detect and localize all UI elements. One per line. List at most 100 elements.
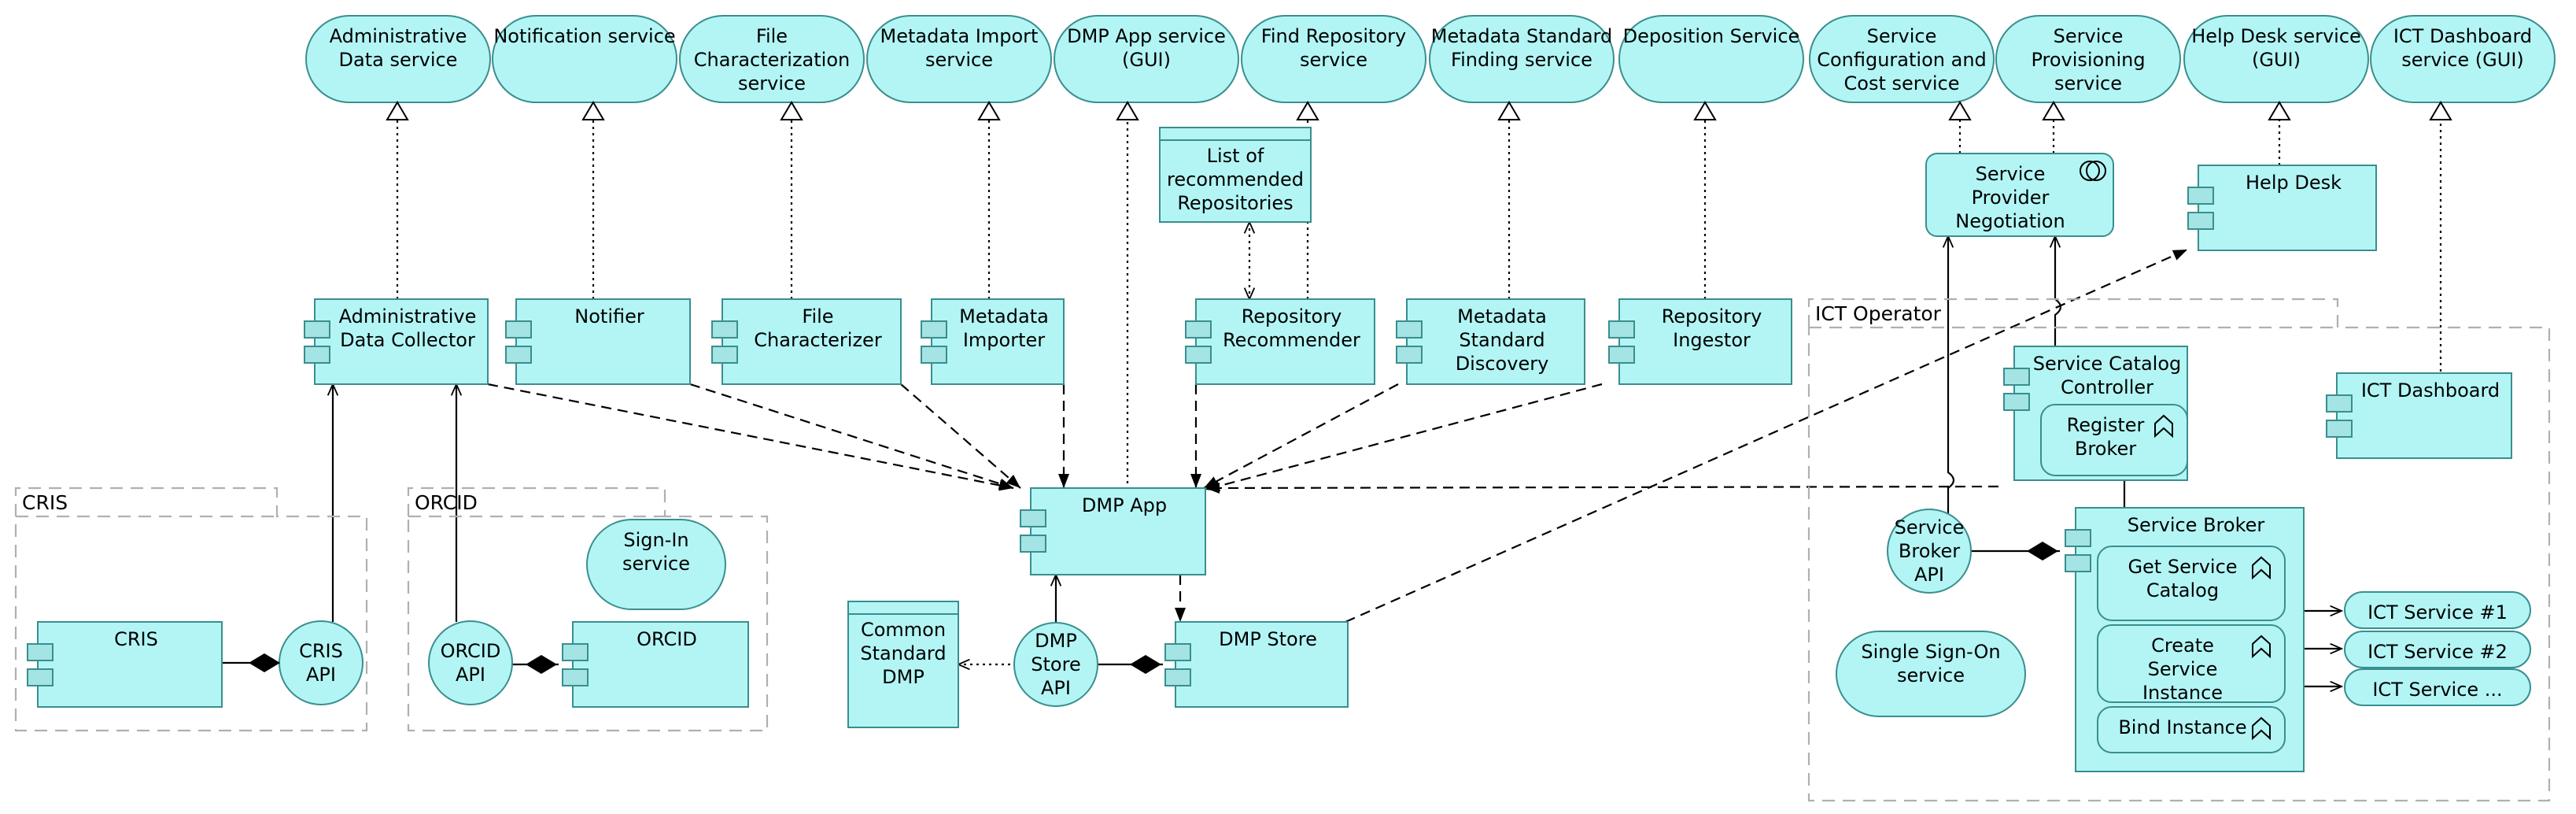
realization-arrowhead xyxy=(780,101,803,120)
function-shape xyxy=(2097,706,2286,753)
cris[interactable]: CRIS xyxy=(27,621,223,708)
element-label: DMP App xyxy=(1082,494,1167,516)
cris-group[interactable]: CRIS xyxy=(14,487,368,732)
function-shape xyxy=(2097,546,2286,621)
group-label: ICT Operator xyxy=(1815,302,1942,325)
label-line: Finding service xyxy=(1451,49,1592,71)
label-line: API xyxy=(456,664,485,686)
label-line: Standard xyxy=(1459,329,1544,351)
label-line: ORCID xyxy=(441,640,501,662)
component-icon xyxy=(921,320,947,339)
label-line: Metadata xyxy=(1457,305,1547,327)
component-shape xyxy=(1175,621,1349,708)
service-shape xyxy=(1809,15,1995,103)
label-line: service xyxy=(1897,664,1965,686)
label-line: (GUI) xyxy=(2252,49,2301,71)
notifier[interactable]: Notifier xyxy=(505,298,691,385)
label-line: Characterizer xyxy=(754,329,882,351)
service-shape xyxy=(2344,631,2531,668)
component-icon xyxy=(1020,535,1046,553)
ict-service-2[interactable]: ICT Service #2 xyxy=(2344,631,2531,668)
serving-line xyxy=(1948,236,1955,520)
ict-dashboard[interactable]: ICT Dashboard xyxy=(2326,372,2512,459)
service-shape xyxy=(866,15,1052,103)
orcid[interactable]: ORCID xyxy=(562,621,749,708)
label-line: Broker xyxy=(2075,438,2136,460)
label-line: API xyxy=(1914,564,1944,586)
help-desk-service[interactable]: Help Desk service(GUI) xyxy=(2183,15,2369,103)
ict-operator-group[interactable]: ICT Operator xyxy=(1807,298,2551,802)
flow-line xyxy=(487,383,1014,491)
label-line: Service Broker xyxy=(2128,514,2265,536)
label-line: DMP App service xyxy=(1067,25,1226,47)
collaboration-icon xyxy=(2080,161,2100,181)
notification-service[interactable]: Notification service xyxy=(492,15,677,103)
service-shape xyxy=(1995,15,2181,103)
label-line: Find Repository xyxy=(1261,25,1406,47)
component-icon xyxy=(711,346,738,364)
component-shape xyxy=(722,298,902,385)
component-icon xyxy=(505,320,532,339)
label-line: Ingestor xyxy=(1673,329,1751,351)
component-icon xyxy=(304,320,330,339)
component-icon xyxy=(1164,668,1191,686)
label-line: Service xyxy=(2054,25,2124,47)
label-line: Repositories xyxy=(1177,192,1293,214)
group-frame xyxy=(14,487,368,732)
dmp-app-service[interactable]: DMP App service(GUI) xyxy=(1054,15,1239,103)
interface-shape xyxy=(1887,509,1972,594)
ict-service-n[interactable]: ICT Service ... xyxy=(2344,668,2531,706)
flow-line xyxy=(1203,383,1399,489)
dmp-store[interactable]: DMP Store xyxy=(1164,621,1349,708)
label-line: Controller xyxy=(2061,376,2153,398)
help-desk[interactable]: Help Desk xyxy=(2187,165,2377,251)
ict-service-1[interactable]: ICT Service #1 xyxy=(2344,591,2531,629)
realization-arrowhead xyxy=(977,101,1001,120)
label-line: Catalog xyxy=(2146,579,2219,601)
deposition-service[interactable]: Deposition Service xyxy=(1618,15,1804,103)
label-line: Store xyxy=(1031,653,1080,675)
component-icon xyxy=(27,668,54,686)
component-shape xyxy=(515,298,691,385)
label-line: Data service xyxy=(339,49,458,71)
dmp-app[interactable]: DMP App xyxy=(1020,487,1206,575)
function-icon xyxy=(2154,414,2173,438)
service-shape xyxy=(679,15,865,103)
component-shape xyxy=(314,298,489,385)
bind-instance[interactable]: Bind Instance xyxy=(2097,706,2286,753)
orcid-group[interactable]: ORCID xyxy=(407,487,769,732)
